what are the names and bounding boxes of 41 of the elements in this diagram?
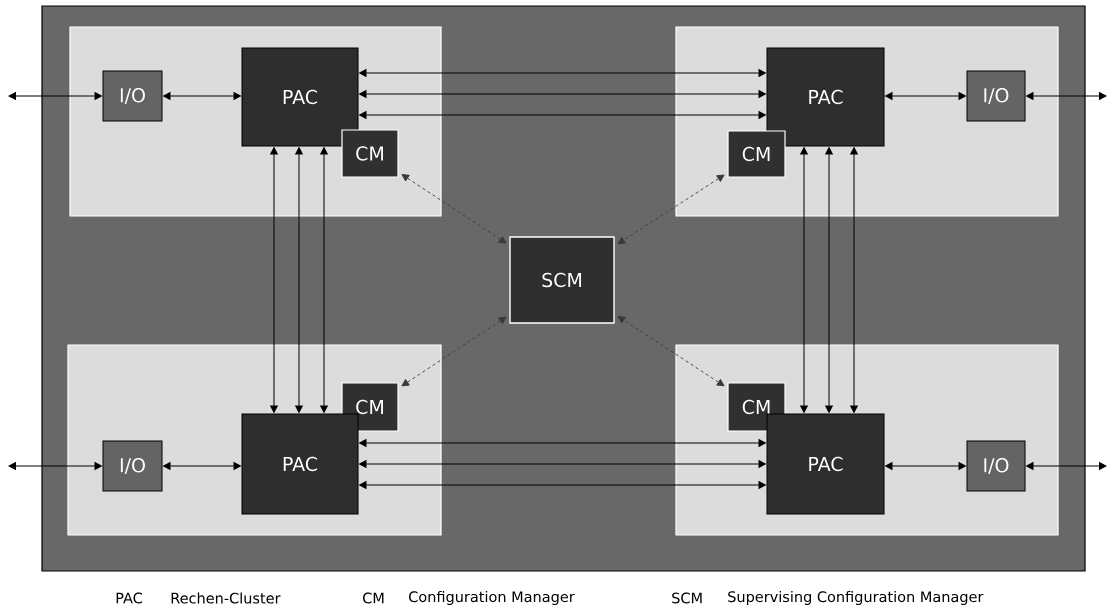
definition-label: Configuration Manager xyxy=(409,590,575,605)
io-box: I/O xyxy=(102,440,163,492)
arrow xyxy=(295,147,303,413)
arrow xyxy=(800,147,808,413)
definition-label: Supervising Configuration Manager xyxy=(728,590,984,605)
cm-box: CM xyxy=(341,129,399,178)
pac-box: PAC xyxy=(766,47,885,147)
arrow xyxy=(8,462,102,470)
arrow xyxy=(850,147,858,413)
arrow xyxy=(359,439,766,447)
arrow xyxy=(359,69,766,77)
arrow xyxy=(8,92,102,100)
dashed-arrow xyxy=(617,316,725,387)
arrow xyxy=(163,92,241,100)
definition-label: Rechen-Cluster xyxy=(171,592,281,604)
arrow xyxy=(270,147,278,413)
arrow xyxy=(885,92,966,100)
dashed-arrow xyxy=(401,174,507,244)
arrow xyxy=(1026,462,1107,470)
cm-box: CM xyxy=(727,130,786,178)
io-box: I/O xyxy=(966,70,1026,122)
dashed-arrow xyxy=(401,316,507,387)
arrow xyxy=(359,460,766,468)
dashed-arrow xyxy=(617,174,725,245)
io-box: I/O xyxy=(966,440,1026,492)
io-box: I/O xyxy=(102,70,163,122)
arrow xyxy=(825,147,833,413)
arrow xyxy=(359,111,766,119)
pac-box: PAC xyxy=(241,413,359,515)
arrow xyxy=(163,462,241,470)
abbreviation-label: SCM xyxy=(672,592,702,604)
arrow xyxy=(320,147,328,413)
abbreviation-label: CM xyxy=(363,592,384,604)
arrow xyxy=(1026,92,1107,100)
abbreviation-label: PAC xyxy=(116,592,143,604)
arrow xyxy=(359,90,766,98)
scm-box: SCM xyxy=(509,236,615,324)
pac-box: PAC xyxy=(766,413,885,515)
arrow xyxy=(885,462,966,470)
arrow xyxy=(359,481,766,489)
pac-box: PAC xyxy=(241,47,359,147)
